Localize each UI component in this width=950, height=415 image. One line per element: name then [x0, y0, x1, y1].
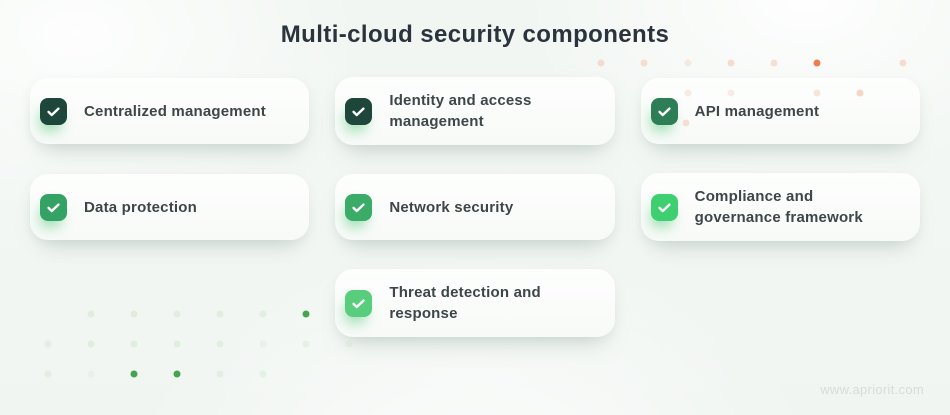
checkmark-icon: [40, 193, 67, 221]
decor-dot: [770, 59, 778, 67]
decor-dot: [302, 340, 310, 348]
card-network-security: Network security: [335, 174, 615, 240]
decor-dot: [813, 59, 821, 67]
decor-dot: [727, 59, 735, 67]
card-label: Compliance and governance framework: [694, 188, 863, 226]
decor-dot: [216, 340, 224, 348]
card-label: Centralized management: [84, 102, 266, 120]
decor-dot: [597, 59, 605, 67]
decor-dot: [259, 370, 267, 378]
checkmark-icon: [40, 97, 67, 125]
card-label: Data protection: [84, 198, 198, 216]
card-label: Network security: [389, 198, 514, 216]
decor-dot: [640, 59, 648, 67]
checkmark-icon: [345, 289, 373, 317]
checkmark-icon: [650, 97, 678, 125]
decor-dot: [899, 59, 907, 67]
watermark: www.apriorit.com: [820, 382, 924, 397]
card-threat-detection-response: Threat detection and response: [335, 269, 615, 337]
card-label: API management: [694, 102, 820, 120]
decor-dot: [173, 370, 181, 378]
decor-dot: [87, 370, 95, 378]
card-identity-access-management: Identity and access management: [335, 77, 615, 145]
decor-dot: [173, 340, 181, 348]
card-centralized-management: Centralized management: [30, 78, 310, 144]
card-compliance-governance-framework: Compliance and governance framework: [640, 173, 920, 241]
decor-dot: [345, 340, 353, 348]
decor-dot: [130, 340, 138, 348]
checkmark-icon: [650, 193, 678, 221]
card-data-protection: Data protection: [30, 174, 310, 240]
decor-dot: [259, 340, 267, 348]
decor-dot: [216, 370, 224, 378]
decor-dot: [684, 59, 692, 67]
decor-dot: [87, 340, 95, 348]
decor-dot: [44, 370, 52, 378]
decor-dot: [130, 370, 138, 378]
card-label: Identity and access management: [389, 92, 532, 130]
checkmark-icon: [345, 193, 373, 221]
cards-grid: Centralized management Identity and acce…: [30, 77, 920, 337]
card-label: Threat detection and response: [389, 284, 541, 322]
card-api-management: API management: [640, 78, 920, 144]
decor-dot: [44, 340, 52, 348]
page-title: Multi-cloud security components: [280, 21, 670, 48]
checkmark-icon: [345, 97, 373, 125]
